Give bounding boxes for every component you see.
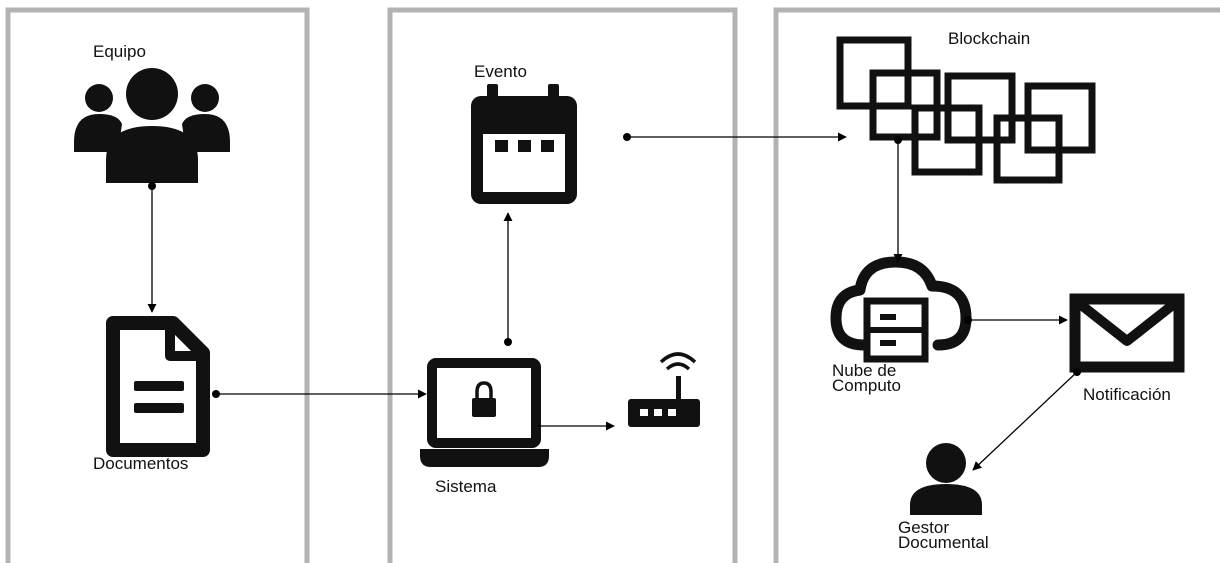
laptop-icon [420, 358, 549, 467]
nube-label-line1: Nube de [832, 361, 896, 380]
notificacion-label: Notificación [1083, 385, 1171, 404]
panel-right [773, 7, 1220, 563]
connector-dots [148, 133, 1081, 398]
evento-label: Evento [474, 62, 527, 81]
sistema-label: Sistema [435, 477, 497, 496]
blockchain-icon [836, 36, 1096, 184]
team-icon [74, 68, 230, 183]
blockchain-label: Blockchain [948, 29, 1030, 48]
equipo-label: Equipo [93, 42, 146, 61]
router-icon [628, 352, 700, 427]
document-icon [106, 316, 210, 457]
connector-envelope-to-gestor [972, 371, 1078, 471]
nube-label-line2: Computo [832, 376, 901, 395]
person-icon [910, 443, 982, 515]
gestor-label-line2: Documental [898, 533, 989, 552]
gestor-label-line1: Gestor [898, 518, 949, 537]
documentos-label: Documentos [93, 454, 188, 473]
calendar-icon [471, 84, 577, 204]
envelope-icon [1069, 293, 1185, 373]
